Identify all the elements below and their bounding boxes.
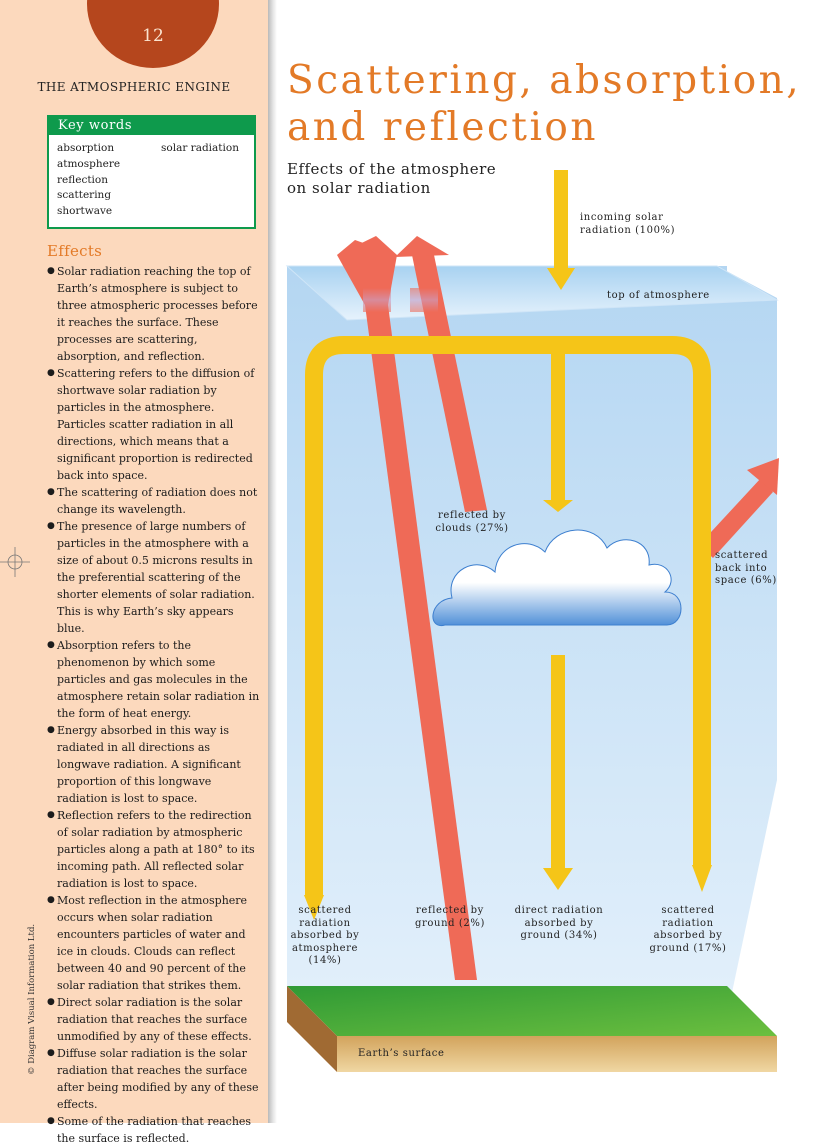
label-line: ground (17%) xyxy=(649,942,727,954)
label-line: reflected by xyxy=(416,905,484,916)
label-line: scattered xyxy=(715,550,769,561)
earth-surface-label: Earth’s surface xyxy=(358,1048,445,1059)
key-word: absorption xyxy=(57,142,115,154)
label-line: absorbed by xyxy=(290,930,360,942)
effects-item: The presence of large numbers of particl… xyxy=(47,518,261,637)
effects-heading: Effects xyxy=(47,242,103,260)
cloud-icon xyxy=(432,529,682,626)
key-word: shortwave xyxy=(57,205,113,218)
label-line: radiation xyxy=(299,917,351,929)
key-words-column-2: solar radiation xyxy=(161,141,239,157)
label-line: direct radiation xyxy=(514,905,604,916)
label-line: ground (2%) xyxy=(415,917,485,929)
atmosphere-column xyxy=(287,266,777,1016)
scattered-to-space-arrow xyxy=(699,458,779,558)
reflected-by-clouds-label: reflected by clouds (27%) xyxy=(427,510,517,535)
label-line: absorbed by xyxy=(653,930,723,942)
incoming-solar-label: incoming solar radiation (100%) xyxy=(580,212,675,237)
effects-item: Scattering refers to the diffusion of sh… xyxy=(47,365,261,484)
scattered-yellow-arch xyxy=(304,336,712,920)
copyright-notice: © Diagram Visual Information Ltd. xyxy=(27,923,37,1075)
label-line: scattered xyxy=(298,905,352,916)
key-words-column-1: absorption atmosphere reflection scatter… xyxy=(57,141,120,220)
incoming-solar-arrow xyxy=(547,170,575,500)
label-line: (14%) xyxy=(308,955,342,967)
radiation-diagram: incoming solar radiation (100%) top of a… xyxy=(277,160,816,1123)
key-words-box: Key words absorption atmosphere reflecti… xyxy=(47,115,256,229)
sidebar-shadow xyxy=(268,0,277,1123)
subtitle-line: Effects of the atmosphere xyxy=(287,160,497,178)
page-title: Scattering, absorption, and reflection xyxy=(287,57,801,151)
top-of-atmosphere-layer xyxy=(285,265,779,321)
label-line: radiation (100%) xyxy=(580,224,676,236)
label-line: radiation xyxy=(662,917,714,929)
page-number: 12 xyxy=(142,26,164,46)
effects-list: Solar radiation reaching the top of Eart… xyxy=(47,263,261,1147)
label-line: back into xyxy=(715,562,768,574)
diagram-graphic xyxy=(285,170,779,1072)
subtitle-line: on solar radiation xyxy=(287,179,431,197)
top-of-atmosphere-label: top of atmosphere xyxy=(607,290,710,301)
key-word: reflection xyxy=(57,173,108,186)
effects-item: Most reflection in the atmosphere occurs… xyxy=(47,892,261,994)
label-line: absorbed by xyxy=(524,917,594,929)
diagram-subtitle: Effects of the atmosphere on solar radia… xyxy=(287,160,496,198)
label-line: clouds (27%) xyxy=(435,522,509,534)
effects-item: Direct solar radiation is the solar radi… xyxy=(47,994,261,1045)
page-title-line: Scattering, absorption, xyxy=(287,58,802,103)
direct-radiation-label: direct radiation absorbed by ground (34%… xyxy=(507,905,611,943)
effects-item: Solar radiation reaching the top of Eart… xyxy=(47,263,261,365)
label-line: incoming solar xyxy=(580,212,664,223)
label-line: ground (34%) xyxy=(520,930,598,942)
key-words-heading: Key words xyxy=(49,117,254,135)
reflected-by-ground-arrow xyxy=(337,236,477,980)
direct-radiation-arrow xyxy=(543,655,573,890)
section-title: THE ATMOSPHERIC ENGINE xyxy=(37,80,231,94)
effects-item: Energy absorbed in this way is radiated … xyxy=(47,722,261,807)
scattered-space-label: scattered back into space (6%) xyxy=(715,550,777,588)
label-line: atmosphere xyxy=(291,942,359,954)
reflected-ground-label: reflected by ground (2%) xyxy=(405,905,495,930)
effects-item: Some of the radiation that reaches the s… xyxy=(47,1113,261,1147)
label-line: scattered xyxy=(661,905,715,916)
label-line: reflected by xyxy=(438,510,506,521)
page-title-line: and reflection xyxy=(287,105,599,150)
key-word: solar radiation xyxy=(161,142,239,154)
effects-item: The scattering of radiation does not cha… xyxy=(47,484,261,518)
label-line: space (6%) xyxy=(715,575,777,587)
earth-surface-block xyxy=(287,986,777,1072)
scattered-atmosphere-label: scattered radiation absorbed by atmosphe… xyxy=(285,905,365,968)
effects-item: Reflection refers to the redirection of … xyxy=(47,807,261,892)
key-word: atmosphere xyxy=(57,157,121,170)
effects-item: Absorption refers to the phenomenon by w… xyxy=(47,637,261,722)
scattered-ground-label: scattered radiation absorbed by ground (… xyxy=(647,905,729,955)
key-word: scattering xyxy=(57,189,112,202)
effects-item: Diffuse solar radiation is the solar rad… xyxy=(47,1045,261,1113)
reflected-by-clouds-arrow xyxy=(395,236,487,512)
crop-mark-icon xyxy=(0,547,30,577)
